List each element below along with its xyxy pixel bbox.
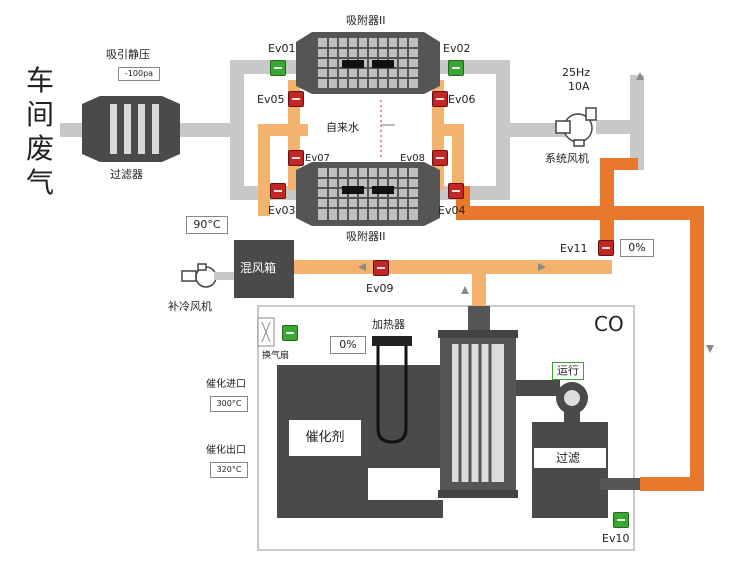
label-ev06: Ev06: [448, 93, 476, 106]
cooling-fan-icon: [181, 263, 234, 288]
exhaust-fan-icon: [257, 317, 275, 347]
valve-ev01[interactable]: [270, 60, 286, 76]
adsorber-top-unit: [296, 32, 440, 94]
system-fan-label: 系统风机: [545, 152, 589, 165]
label-ev11: Ev11: [560, 242, 588, 255]
cooling-fan-label: 补冷风机: [168, 300, 212, 313]
catalyst-label: 催化剂: [289, 420, 361, 456]
flow-arrows: [358, 72, 714, 353]
exhaust-fan-label: 换气扇: [262, 351, 290, 361]
outlet-fan-filter: [516, 380, 640, 518]
label-ev07: Ev07: [305, 153, 330, 164]
label-ev05: Ev05: [257, 93, 285, 106]
heat-exchanger: [438, 306, 518, 498]
valve-ev09[interactable]: [373, 260, 389, 276]
valve-ev05[interactable]: [288, 91, 304, 107]
label-ev01: Ev01: [268, 42, 296, 55]
filter-unit: [82, 96, 180, 162]
valve-ev10[interactable]: [613, 512, 629, 528]
tap-water-label: 自来水: [326, 121, 359, 134]
label-ev03: Ev03: [268, 204, 296, 217]
mix-box-unit: [234, 240, 294, 298]
valve-ev06[interactable]: [432, 91, 448, 107]
filter2-label: 过滤: [556, 451, 581, 465]
adsorber-bottom-label: 吸附器II: [346, 230, 386, 243]
label-ev09: Ev09: [366, 282, 394, 295]
valve-ev08[interactable]: [432, 150, 448, 166]
valve-ev11[interactable]: [598, 240, 614, 256]
heater-percent: 0%: [330, 336, 366, 354]
mix-box-label: 混风箱: [240, 261, 277, 275]
system-fan-current: 10A: [568, 80, 590, 93]
co-label: CO: [594, 312, 624, 336]
label-ev04: Ev04: [438, 204, 466, 217]
static-pressure-label: 吸引静压: [106, 48, 150, 61]
adsorber-top-label: 吸附器II: [346, 14, 386, 27]
filter-label: 过滤器: [110, 168, 143, 181]
valve-ev03[interactable]: [270, 183, 286, 199]
valve-ev04[interactable]: [448, 183, 464, 199]
valve-exhaust-fan[interactable]: [282, 325, 298, 341]
valve-ev07[interactable]: [288, 150, 304, 166]
co-boundary: [257, 305, 635, 551]
valve-ev02[interactable]: [448, 60, 464, 76]
catalyst-outlet-temperature: 320°C: [210, 462, 248, 478]
catalyst-outlet-label: 催化出口: [206, 445, 246, 456]
heater-label: 加热器: [372, 318, 405, 331]
catalyst-inlet-temperature: 300°C: [210, 396, 248, 412]
system-fan-icon: [555, 107, 597, 147]
static-pressure-value: -100pa: [118, 67, 160, 81]
workshop-exhaust-label: 车间废气: [26, 64, 55, 199]
catalyst-inlet-label: 催化进口: [206, 379, 246, 390]
ev11-percent: 0%: [620, 239, 654, 257]
label-ev02: Ev02: [443, 42, 471, 55]
label-ev08: Ev08: [400, 153, 425, 164]
adsorber-bottom-unit: [296, 162, 440, 226]
mix-box-temperature: 90°C: [186, 216, 228, 234]
run-status-badge: 运行: [552, 362, 584, 380]
label-ev10: Ev10: [602, 532, 630, 545]
system-fan-freq: 25Hz: [562, 66, 591, 79]
